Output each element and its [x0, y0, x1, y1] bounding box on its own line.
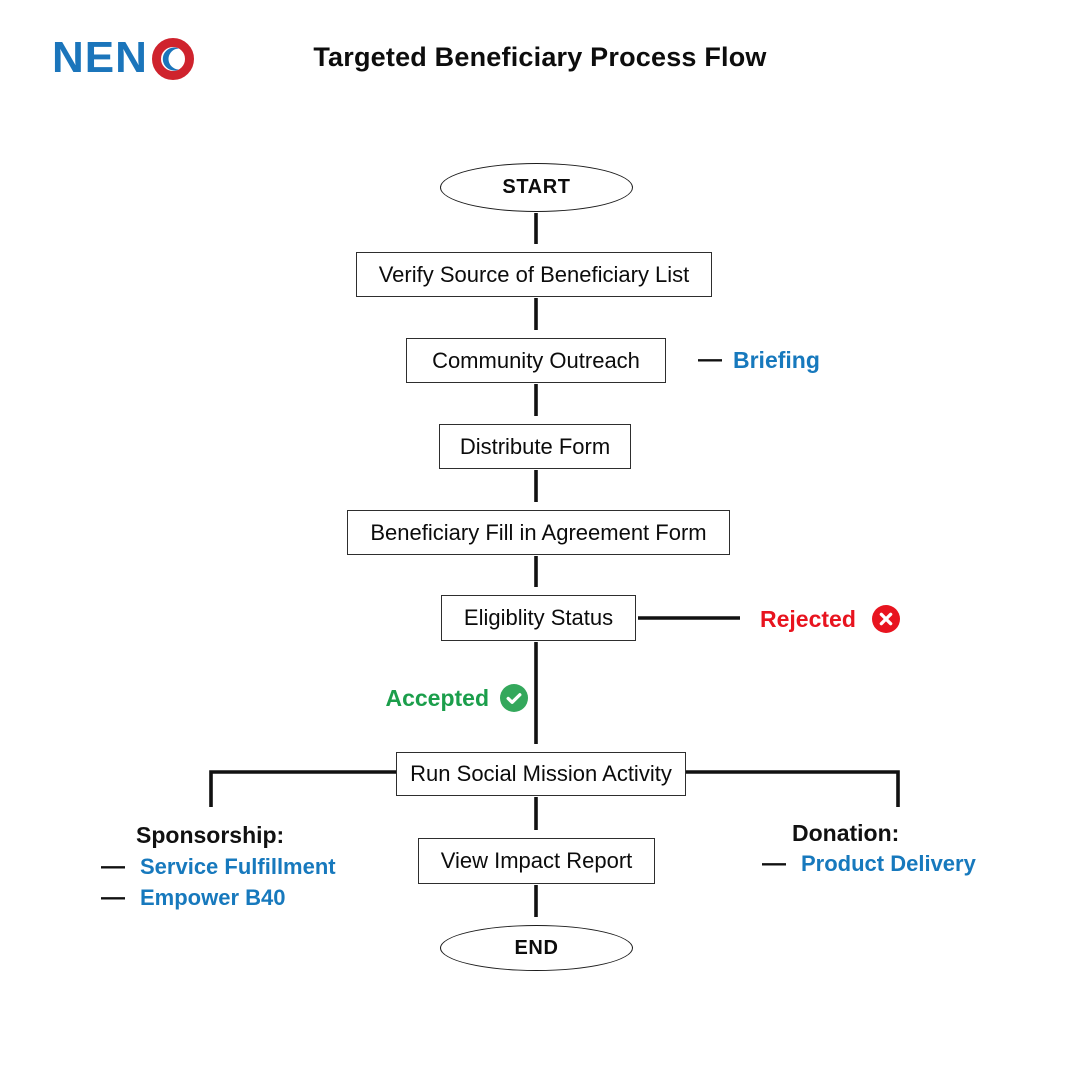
- sponsorship-item: — Service Fulfillment: [101, 854, 336, 880]
- rejected-annotation: Rejected: [760, 604, 900, 634]
- sponsorship-heading: Sponsorship:: [136, 822, 285, 848]
- neno-logo: NEN: [52, 34, 197, 82]
- end-node: END: [440, 925, 633, 971]
- step-agreement-form: Beneficiary Fill in Agreement Form: [347, 510, 730, 555]
- accepted-annotation: Accepted: [360, 683, 528, 713]
- step-view-impact-report: View Impact Report: [418, 838, 655, 884]
- briefing-label: Briefing: [733, 346, 820, 373]
- donation-heading: Donation:: [792, 820, 900, 846]
- bullet-dash: —: [101, 853, 125, 880]
- arrow-run-to-sponsorship: [209, 770, 396, 807]
- arrow-run-to-donation: [686, 770, 900, 807]
- rejected-x-icon: [871, 605, 900, 633]
- accepted-label: Accepted: [385, 684, 489, 711]
- sponsorship-item-label: Service Fulfillment: [140, 854, 336, 879]
- logo-text: NEN: [52, 33, 148, 82]
- step-eligibility-status: Eligiblity Status: [441, 595, 636, 641]
- donation-item-label: Product Delivery: [801, 851, 976, 876]
- bullet-dash: —: [762, 850, 786, 877]
- accepted-check-icon: [500, 684, 528, 712]
- logo-o-ring-icon: [151, 38, 194, 80]
- step-run-social-mission: Run Social Mission Activity: [396, 752, 686, 796]
- briefing-annotation: — Briefing: [698, 345, 820, 375]
- bullet-dash: —: [101, 884, 125, 911]
- page-title: Targeted Beneficiary Process Flow: [313, 42, 767, 72]
- rejected-label: Rejected: [760, 605, 856, 632]
- step-verify-source: Verify Source of Beneficiary List: [356, 252, 712, 297]
- donation-item: — Product Delivery: [762, 851, 976, 877]
- sponsorship-item: — Empower B40: [101, 885, 286, 911]
- step-distribute-form: Distribute Form: [439, 424, 631, 469]
- start-node: START: [440, 163, 633, 212]
- step-community-outreach: Community Outreach: [406, 338, 666, 383]
- sponsorship-item-label: Empower B40: [140, 885, 286, 910]
- briefing-dash: —: [698, 346, 722, 373]
